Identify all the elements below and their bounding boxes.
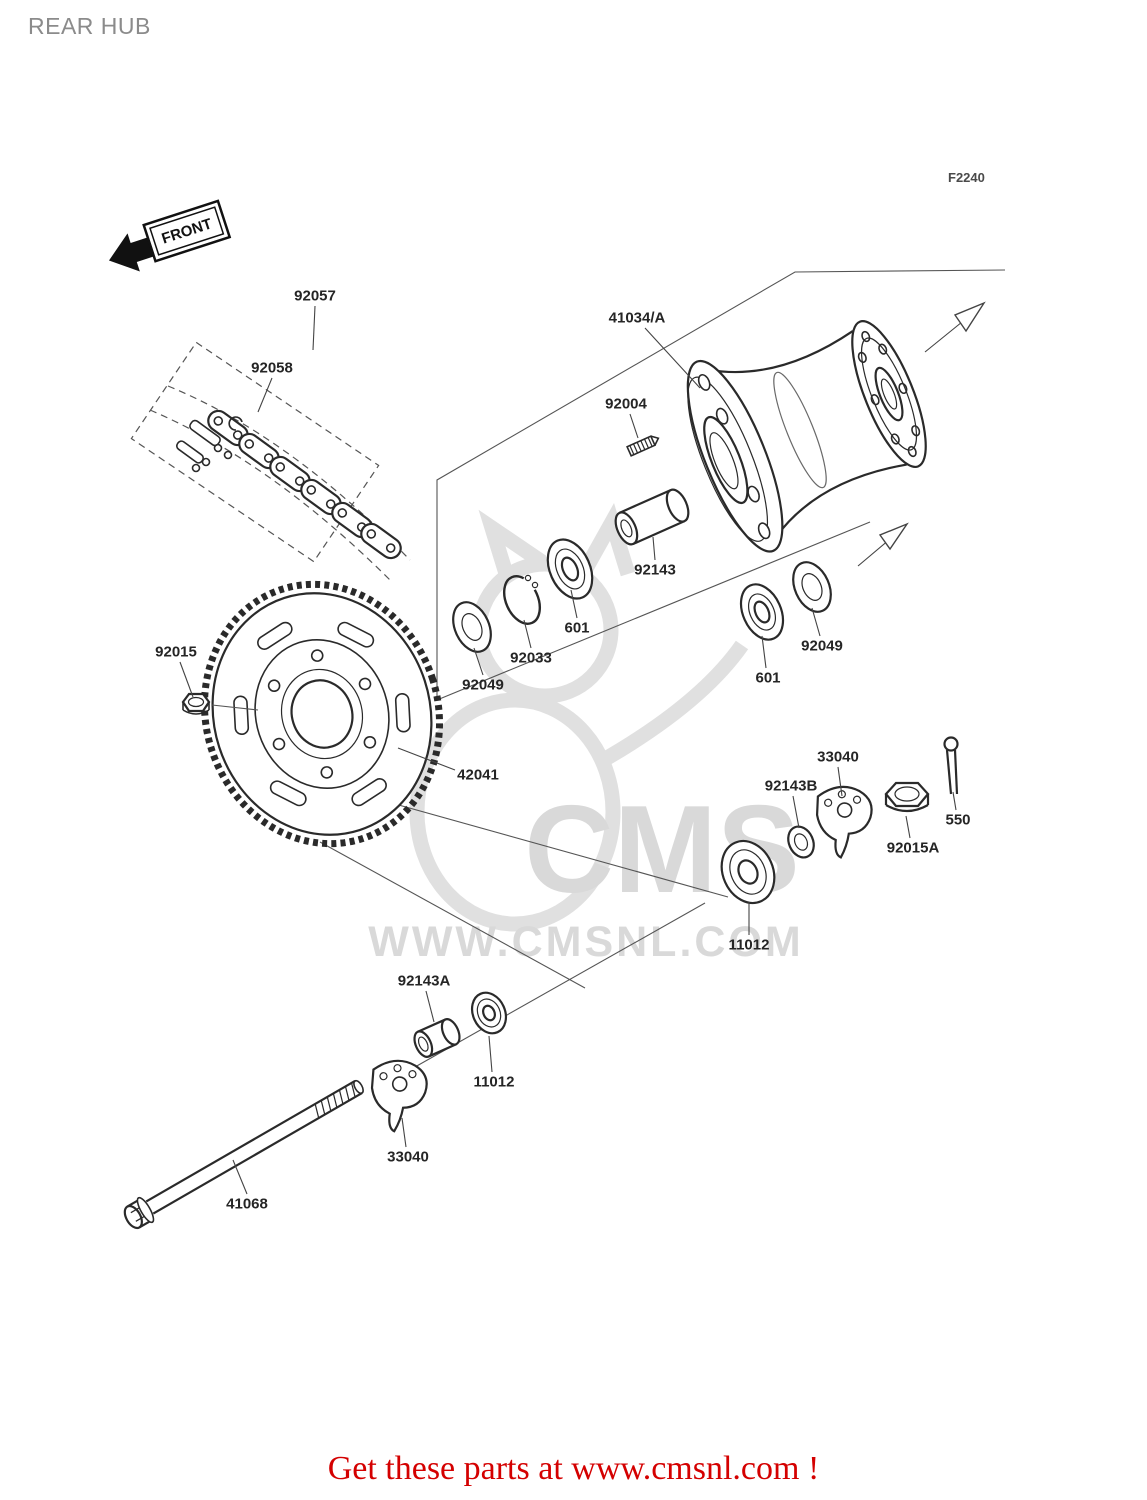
front-direction-icon: FRONT (108, 199, 232, 272)
leader-lines (179, 305, 957, 1195)
direction-arrow-icon (857, 301, 986, 567)
adjuster-plate-33040-upper-drawing (815, 785, 873, 859)
part-label-41068[interactable]: 41068 (226, 1195, 268, 1213)
part-label-11012-lower[interactable]: 11012 (473, 1073, 515, 1091)
grease-fitting-drawing (626, 435, 660, 457)
part-label-92015[interactable]: 92015 (155, 643, 197, 661)
nut-92015A-drawing (884, 781, 930, 813)
cap-11012-upper-drawing (720, 839, 776, 905)
part-label-92033[interactable]: 92033 (510, 649, 552, 667)
part-label-33040-upper[interactable]: 33040 (817, 748, 859, 766)
part-label-601-left[interactable]: 601 (564, 619, 590, 637)
part-label-92143A[interactable]: 92143A (397, 972, 451, 990)
page-title: REAR HUB (28, 13, 151, 39)
part-label-92058[interactable]: 92058 (251, 359, 293, 377)
part-label-601-right[interactable]: 601 (755, 669, 781, 687)
hub-drawing (686, 320, 927, 553)
cap-11012-lower-drawing (470, 991, 508, 1035)
collar-92143A-drawing (413, 1018, 461, 1058)
chain-drawing (130, 341, 411, 583)
part-label-92004[interactable]: 92004 (605, 395, 647, 413)
watermark-url-text: WWW.CMSNL.COM (368, 918, 803, 966)
part-label-33040-lower[interactable]: 33040 (387, 1148, 429, 1166)
footer-banner: Get these parts at www.cmsnl.com ! (327, 1450, 820, 1487)
nut-92015-drawing (181, 692, 211, 715)
part-label-41034A[interactable]: 41034/A (608, 309, 666, 327)
collar-92143B-drawing (787, 825, 815, 859)
part-label-92057[interactable]: 92057 (294, 287, 336, 305)
seal-92049-left-drawing (452, 601, 492, 653)
bearing-601-left-drawing (546, 538, 594, 600)
bearing-601-right-drawing (739, 583, 785, 641)
adjuster-plate-33040-lower-drawing (370, 1059, 428, 1133)
circlip-92033-drawing (502, 574, 542, 625)
axle-drawing (123, 1079, 364, 1230)
collar-92143-drawing (614, 488, 690, 546)
part-label-11012-upper[interactable]: 11012 (728, 936, 770, 954)
part-label-92143[interactable]: 92143 (634, 561, 676, 579)
sprocket-drawing (200, 580, 444, 848)
part-label-42041[interactable]: 42041 (457, 766, 499, 784)
part-label-550[interactable]: 550 (945, 811, 971, 829)
seal-92049-right-drawing (792, 561, 832, 613)
figure-code: F2240 (948, 170, 985, 185)
part-label-92143B[interactable]: 92143B (764, 777, 818, 795)
part-label-92049-left[interactable]: 92049 (462, 676, 504, 694)
part-label-92049-right[interactable]: 92049 (801, 637, 843, 655)
part-label-92015A[interactable]: 92015A (886, 839, 940, 857)
cotter-pin-550-drawing (943, 736, 959, 795)
